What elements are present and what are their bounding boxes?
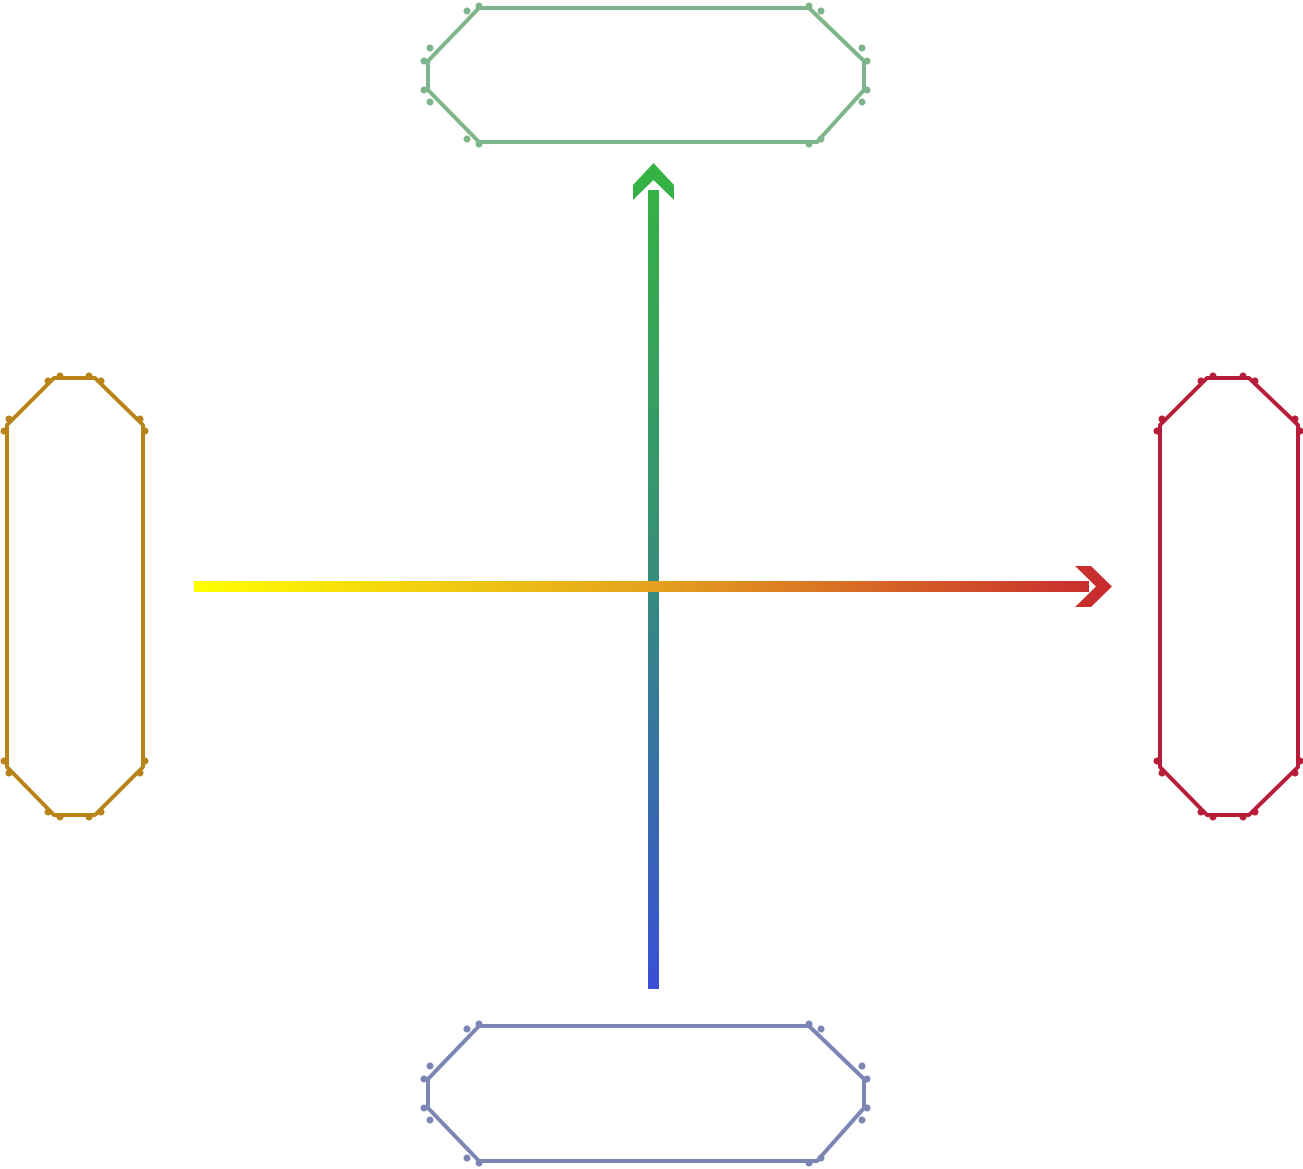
arrow-horizontal-shaft: [194, 581, 1089, 592]
arrow-horizontal-head: [1075, 566, 1112, 607]
node-top-shape: [426, 6, 866, 144]
node-bottom-vertices: [420, 1020, 871, 1167]
node-top-vertices: [420, 2, 871, 148]
node-left: [0, 372, 149, 821]
arrow-vertical-head: [633, 163, 674, 200]
node-left-vertices: [0, 372, 149, 821]
node-top: [420, 2, 871, 148]
node-bottom: [420, 1020, 871, 1167]
node-bottom-shape: [426, 1024, 866, 1163]
node-right-vertices: [1153, 372, 1303, 821]
arrow-left-to-right: [194, 566, 1112, 607]
node-left-shape: [5, 376, 145, 817]
node-right-shape: [1158, 376, 1300, 817]
arrow-bottom-to-top: [633, 163, 674, 989]
node-right: [1153, 372, 1303, 821]
